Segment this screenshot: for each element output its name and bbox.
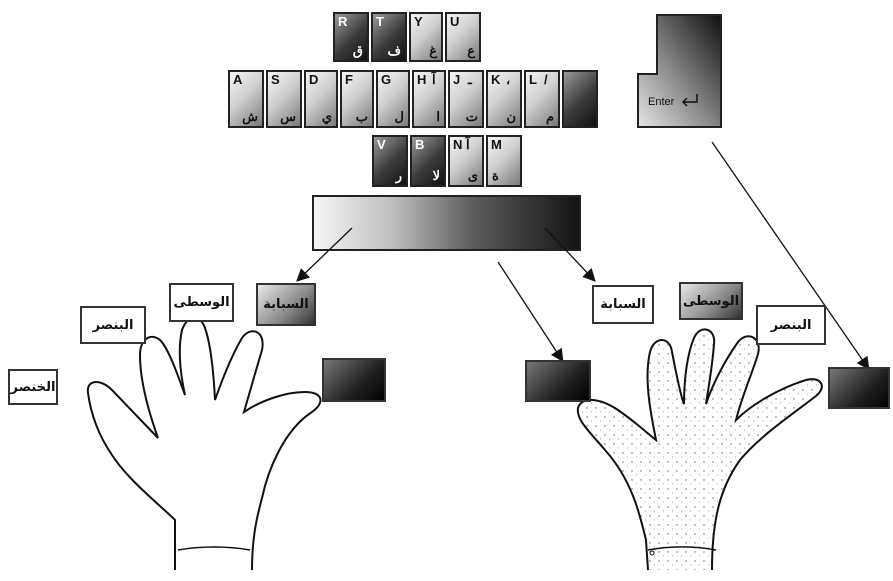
key-b: B لا: [410, 135, 446, 187]
arrow-enter-to-right-pinky: [711, 141, 870, 371]
left-thumb-key-block: [322, 358, 386, 402]
key-u: U ع: [445, 12, 481, 62]
key-a: A ش: [228, 70, 264, 128]
right-hand-outline: [576, 328, 823, 571]
key-j: J ـ ت: [448, 70, 484, 128]
key-y: Y غ: [409, 12, 443, 62]
key-g: G ل: [376, 70, 410, 128]
space-bar: [312, 195, 581, 251]
key-t: T ف: [371, 12, 407, 62]
key-v: V ر: [372, 135, 408, 187]
key-l: L / م: [524, 70, 560, 128]
left-sleeve-edge: [177, 546, 251, 551]
right-ring-label: البنصر: [756, 305, 826, 345]
return-arrow-icon: [681, 94, 698, 107]
key-s: S س: [266, 70, 302, 128]
arrow-to-right-index: [497, 261, 564, 363]
enter-key: [637, 14, 722, 128]
arrow-space-to-right-thumb: [544, 227, 596, 282]
left-middle-label: الوسطى: [169, 283, 234, 322]
key-r: R ق: [333, 12, 369, 62]
key-d: D ي: [304, 70, 338, 128]
right-middle-label: الوسطى: [679, 282, 743, 320]
cuff-button-icon: [649, 550, 655, 556]
key-m: M ة: [486, 135, 522, 187]
right-index-label: السبابة: [592, 285, 654, 324]
left-ring-label: البنصر: [80, 306, 146, 344]
enter-label: Enter: [648, 96, 675, 108]
arrow-space-to-left-thumb: [296, 227, 353, 282]
right-sleeve-edge: [647, 546, 717, 551]
key-k: K ، ن: [486, 70, 522, 128]
left-index-label: السبابة: [256, 283, 316, 326]
left-pinky-label: الخنصر: [8, 369, 58, 405]
key-n: N آ ى: [448, 135, 484, 187]
key-f: F ب: [340, 70, 374, 128]
right-thumb-key-block: [525, 360, 591, 402]
key-h: H آ ا: [412, 70, 446, 128]
right-pinky-key-block: [828, 367, 890, 409]
key-semicolon: [562, 70, 598, 128]
left-hand-outline: [86, 316, 322, 571]
